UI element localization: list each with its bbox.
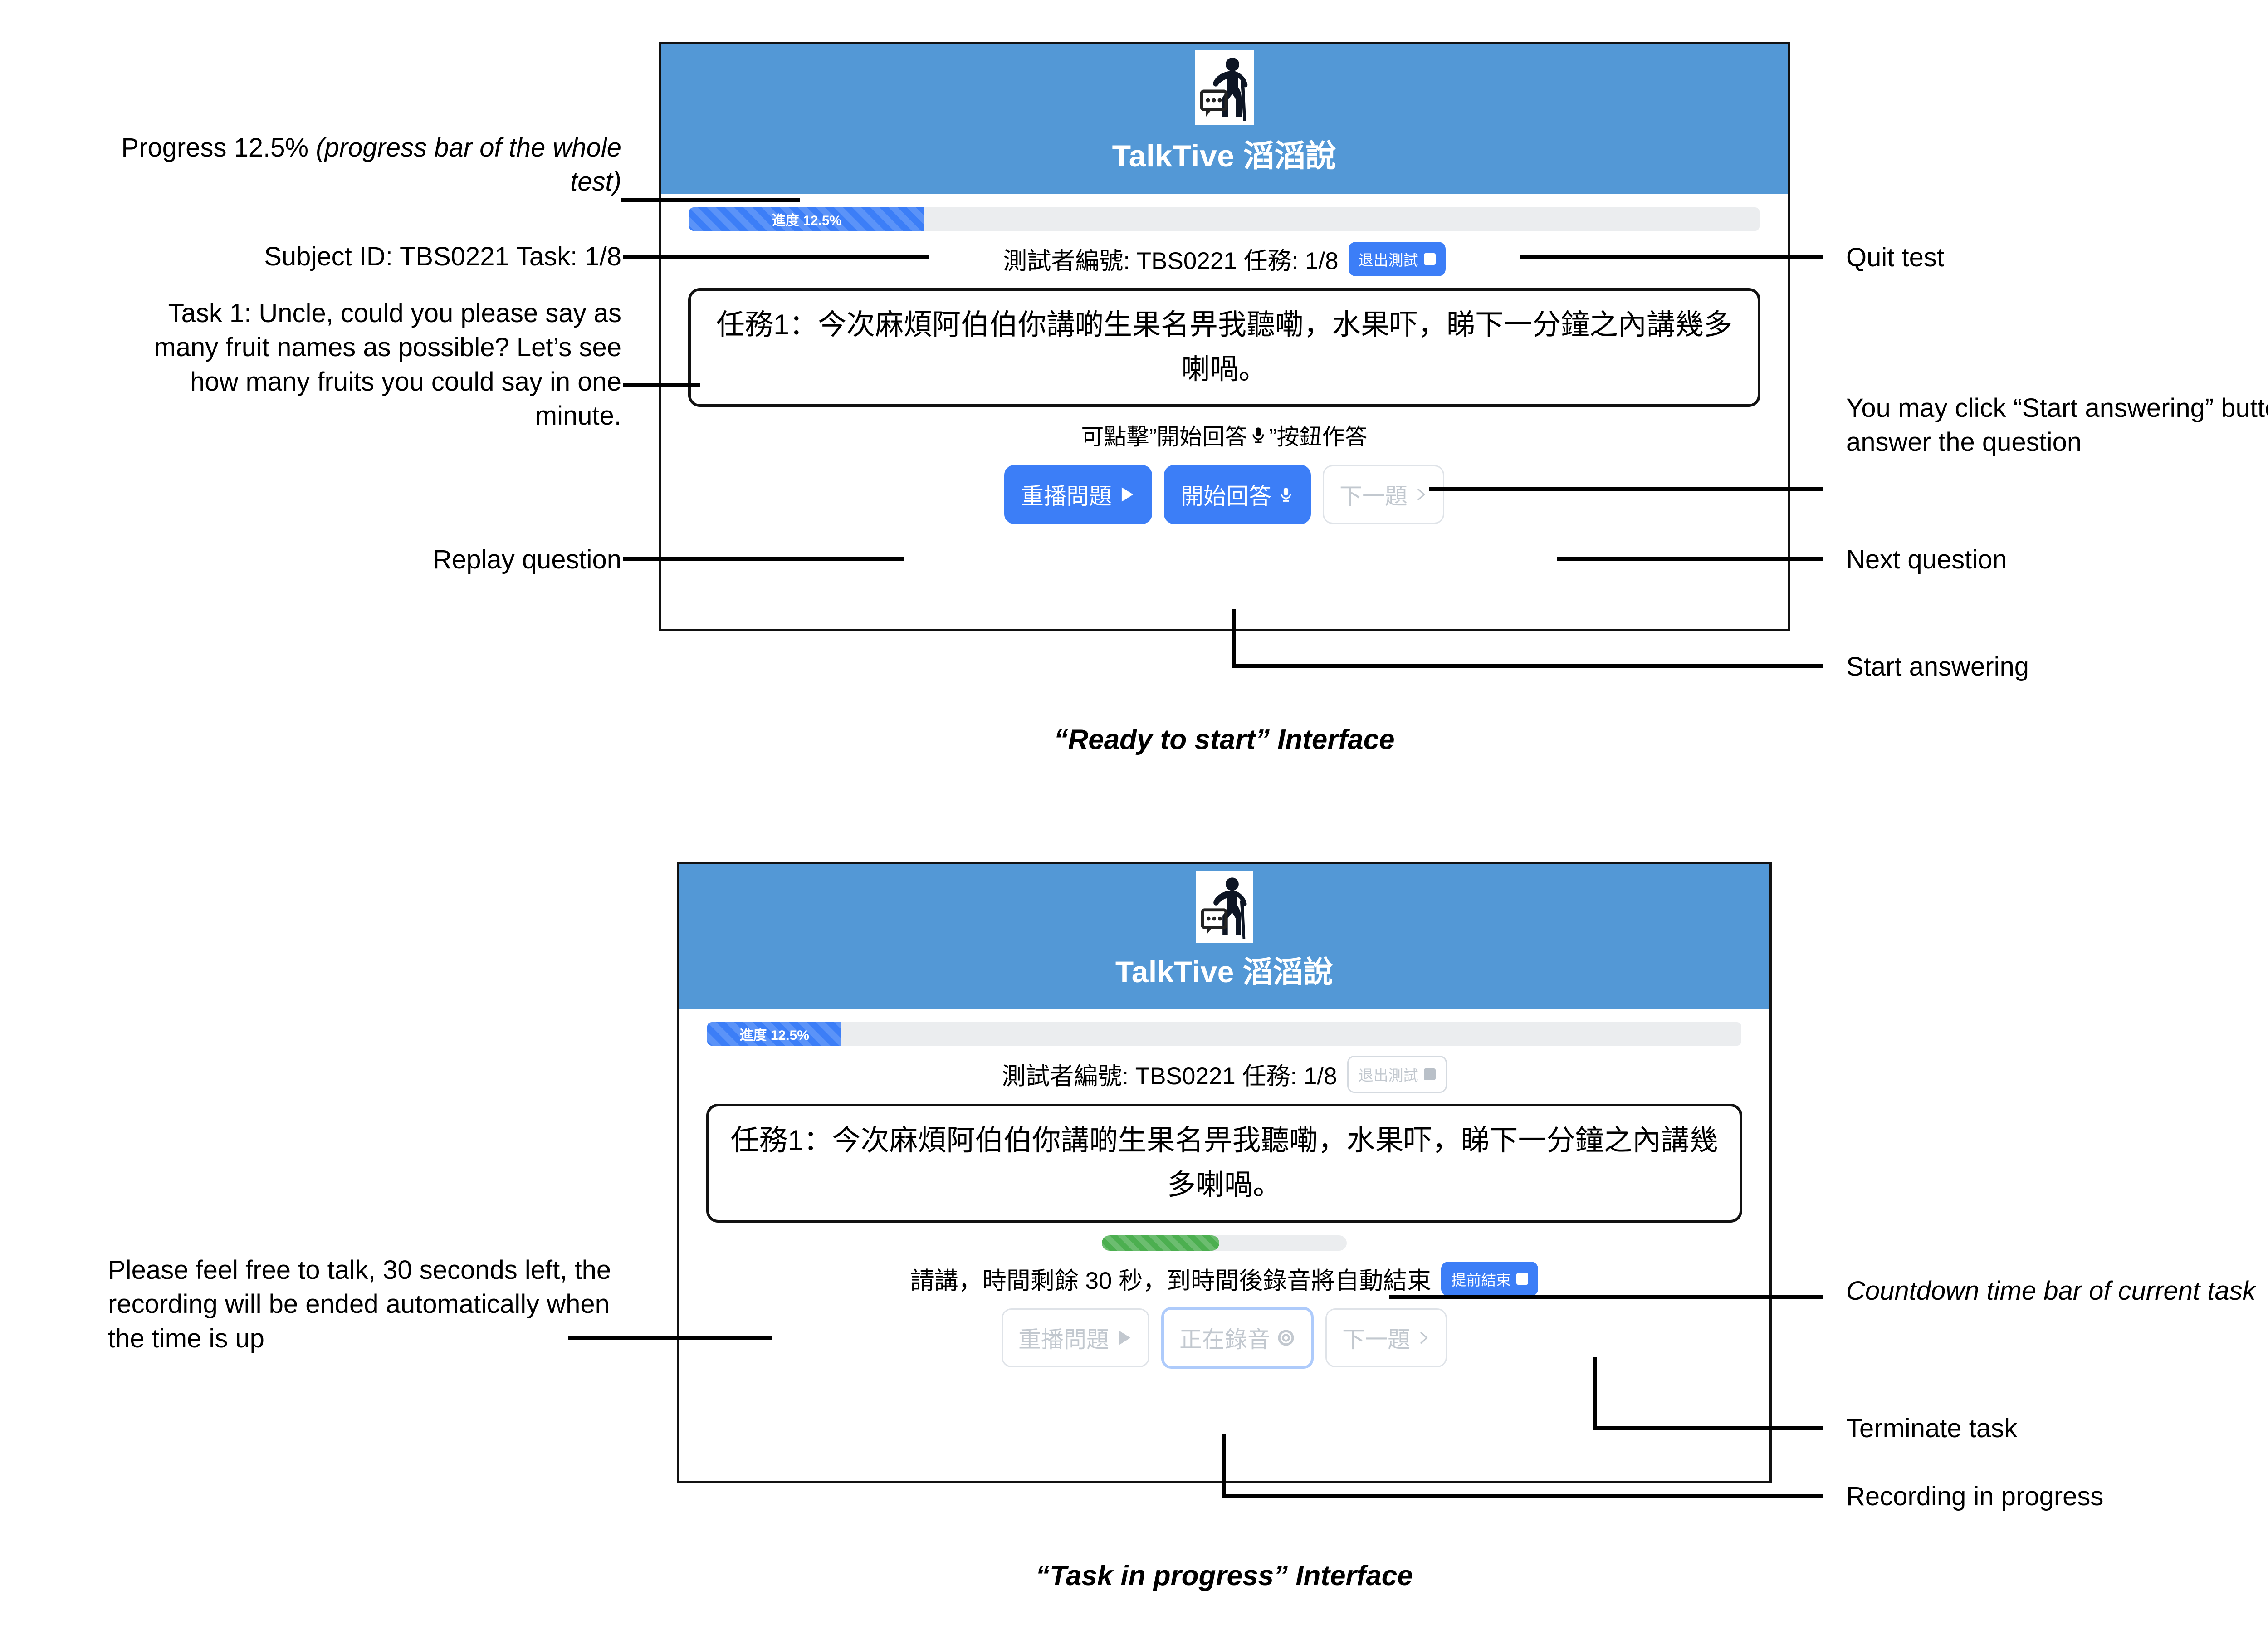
overall-progress-fill: 進度 12.5% [689,207,925,231]
annotation-progress-plain: Progress 12.5% [121,133,316,162]
leader-line-terminate-task-vertical [1593,1357,1597,1430]
overall-progress-fill: 進度 12.5% [707,1022,842,1046]
recording-in-progress-button[interactable]: 正在錄音 [1161,1307,1314,1369]
chevron-right-icon [1418,489,1425,500]
leader-line-countdown-bar [1389,1295,1823,1299]
annotation-task-text: Task 1: Uncle, could you please say as m… [154,299,621,431]
leader-line-subject-id [623,255,929,259]
countdown-time-fill [1102,1235,1220,1251]
leader-line-replay-question [623,557,904,561]
leader-line-recording-vertical [1222,1434,1226,1498]
elderly-person-with-cane-and-speech-bubble-icon [1200,57,1248,121]
leader-line-task-text [623,383,700,387]
leader-line-recording-horizontal [1222,1494,1823,1498]
leader-line-terminate-task-horizontal [1593,1426,1823,1430]
microphone-icon [1252,427,1264,443]
ready-to-start-interface-card: TalkTive 滔滔說 進度 12.5% 測試者編號: TBS0221 任務:… [659,42,1790,631]
quit-test-label: 退出測試 [1358,252,1418,269]
interface-one-caption: “Ready to start” Interface [1054,724,1395,755]
terminate-task-button[interactable]: 提前結束 [1441,1262,1539,1296]
interface-one-body: 進度 12.5% 測試者編號: TBS0221 任務: 1/8 退出測試 任務1… [661,194,1788,524]
annotation-quit-test: Quit test [1846,243,1944,272]
task-in-progress-interface-card: TalkTive 滔滔說 進度 12.5% 測試者編號: TBS0221 任務:… [677,862,1772,1483]
next-question-label: 下一題 [1339,484,1408,509]
answer-hint-before: 可點擊”開始回答 [1081,424,1247,450]
replay-question-button[interactable]: 重播問題 [1002,1308,1149,1367]
leader-line-next-question [1557,557,1823,561]
subject-info-row: 測試者編號: TBS0221 任務: 1/8 退出測試 [684,242,1765,276]
annotation-progress-italic: (progress bar of the whole test) [316,133,621,197]
terminate-task-label: 提前結束 [1451,1272,1511,1288]
countdown-time-bar [1102,1235,1347,1251]
overall-progress-bar: 進度 12.5% [707,1022,1741,1046]
app-logo [1195,50,1254,125]
replay-question-label: 重播問題 [1018,1327,1109,1352]
interface-two-caption: “Task in progress” Interface [1036,1560,1413,1591]
start-answering-label: 開始回答 [1181,484,1271,509]
question-box: 任務1：今次麻煩阿伯伯你講啲生果名畀我聽嘞，水果吓，睇下一分鐘之內講幾多喇喎。 [706,1104,1742,1223]
annotation-replay-question: Replay question [433,545,621,574]
stop-square-icon [1423,253,1436,265]
leader-line-start-answering-horizontal [1232,664,1823,668]
next-question-label: 下一題 [1342,1327,1410,1352]
app-logo [1196,871,1253,943]
play-triangle-icon [1119,1331,1131,1345]
next-question-button[interactable]: 下一題 [1325,1308,1447,1367]
leader-line-progress [621,198,800,202]
app-header: TalkTive 滔滔說 [679,864,1769,1009]
annotation-next-question: Next question [1846,545,2007,574]
stop-square-icon [1516,1273,1529,1285]
recording-in-progress-label: 正在錄音 [1179,1327,1270,1352]
subject-info-row: 測試者編號: TBS0221 任務: 1/8 退出測試 [702,1056,1747,1093]
quit-test-label: 退出測試 [1358,1067,1418,1084]
answer-hint-after: ”按鈕作答 [1269,424,1368,450]
quit-test-button[interactable]: 退出測試 [1348,242,1446,276]
app-title: TalkTive 滔滔說 [1115,955,1334,989]
record-circle-icon [1278,1330,1294,1346]
next-question-button[interactable]: 下一題 [1323,465,1444,524]
annotation-start-answering-hint: You may click “Start answering” button t… [1846,393,2268,457]
recording-status-text: 請講，時間剩餘 30 秒，到時間後錄音將自動結束 [910,1268,1432,1294]
interface-one-action-buttons: 重播問題 開始回答 下一題 [684,465,1765,524]
quit-test-button[interactable]: 退出測試 [1347,1056,1447,1093]
chevron-right-icon [1420,1332,1428,1344]
question-box: 任務1：今次麻煩阿伯伯你講啲生果名畀我聽嘞，水果吓，睇下一分鐘之內講幾多喇喎。 [688,288,1760,407]
elderly-person-with-cane-and-speech-bubble-icon [1201,877,1247,939]
annotation-recording-in-progress: Recording in progress [1846,1482,2104,1511]
annotation-countdown-bar: Countdown time bar of current task [1846,1276,2256,1306]
question-text: 任務1：今次麻煩阿伯伯你講啲生果名畀我聽嘞，水果吓，睇下一分鐘之內講幾多喇喎。 [730,1125,1718,1201]
annotation-terminate-task: Terminate task [1846,1414,2018,1443]
replay-question-label: 重播問題 [1021,484,1112,509]
leader-line-recording-status [568,1336,772,1340]
start-answering-button[interactable]: 開始回答 [1164,465,1311,524]
question-text: 任務1：今次麻煩阿伯伯你講啲生果名畀我聽嘞，水果吓，睇下一分鐘之內講幾多喇喎。 [716,309,1733,385]
interface-two-action-buttons: 重播問題 正在錄音 下一題 [702,1307,1747,1369]
recording-status-row: 請講，時間剩餘 30 秒，到時間後錄音將自動結束 提前結束 [702,1262,1747,1296]
annotation-subject-id: Subject ID: TBS0221 Task: 1/8 [264,242,621,271]
replay-question-button[interactable]: 重播問題 [1004,465,1152,524]
app-header: TalkTive 滔滔說 [661,44,1788,194]
leader-line-start-answering-hint [1429,487,1823,491]
overall-progress-bar: 進度 12.5% [689,207,1760,231]
microphone-icon [1281,488,1291,502]
app-title: TalkTive 滔滔說 [1112,139,1337,173]
play-triangle-icon [1121,487,1134,502]
leader-line-start-answering-vertical [1232,609,1236,668]
interface-two-body: 進度 12.5% 測試者編號: TBS0221 任務: 1/8 退出測試 任務1… [679,1009,1769,1369]
subject-id-task-label: 測試者編號: TBS0221 任務: 1/8 [1003,248,1339,274]
annotation-recording-status: Please feel free to talk, 30 seconds lef… [108,1255,611,1353]
subject-id-task-label: 測試者編號: TBS0221 任務: 1/8 [1002,1063,1337,1090]
leader-line-quit-test [1520,255,1823,259]
answer-hint: 可點擊”開始回答 ”按鈕作答 [684,419,1765,451]
stop-square-icon [1423,1068,1436,1080]
annotation-progress: Progress 12.5% (progress bar of the whol… [104,131,621,199]
annotation-start-answering: Start answering [1846,652,2029,681]
